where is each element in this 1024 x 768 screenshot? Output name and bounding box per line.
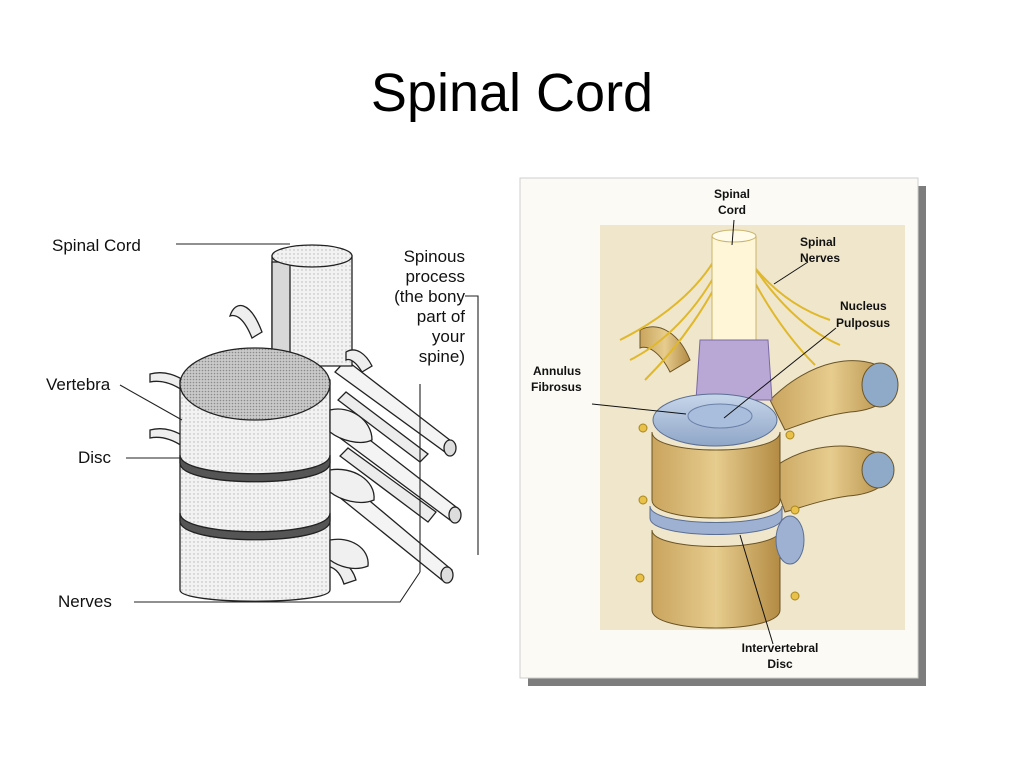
- label-nerves: Nerves: [58, 592, 112, 611]
- label-annulus-fibrosus: Annulus Fibrosus: [531, 364, 582, 394]
- svg-text:part of: part of: [417, 307, 465, 326]
- svg-text:Annulus: Annulus: [533, 364, 581, 378]
- label-right-spinal-cord: Spinal Cord: [714, 187, 750, 217]
- svg-text:Spinal: Spinal: [800, 235, 836, 249]
- right-leader-lines: [591, 219, 837, 645]
- svg-text:Nucleus: Nucleus: [840, 299, 887, 313]
- svg-text:(the bony: (the bony: [394, 287, 465, 306]
- spinal-cord-column: [271, 244, 353, 367]
- label-nucleus-pulposus: Nucleus Pulposus: [836, 299, 890, 330]
- slide-title: Spinal Cord: [370, 63, 654, 123]
- nerve-roots: [149, 304, 373, 585]
- svg-text:Disc: Disc: [767, 657, 793, 671]
- facet-joints: [329, 408, 375, 570]
- label-disc: Disc: [78, 448, 112, 467]
- svg-text:Intervertebral: Intervertebral: [742, 641, 819, 655]
- label-spinal-cord: Spinal Cord: [52, 236, 141, 255]
- svg-text:Cord: Cord: [718, 203, 746, 217]
- svg-text:your: your: [432, 327, 465, 346]
- left-leader-lines: [119, 243, 479, 603]
- label-intervertebral-disc: Intervertebral Disc: [742, 641, 819, 671]
- svg-text:Nerves: Nerves: [800, 251, 840, 265]
- label-vertebra: Vertebra: [46, 375, 111, 394]
- svg-text:process: process: [405, 267, 465, 286]
- svg-text:Pulposus: Pulposus: [836, 316, 890, 330]
- nerve-tips: [635, 423, 800, 601]
- svg-text:Spinal: Spinal: [714, 187, 750, 201]
- label-spinal-nerves: Spinal Nerves: [800, 235, 840, 265]
- svg-text:spine): spine): [419, 347, 465, 366]
- right-spine-illustration: [619, 229, 899, 629]
- svg-text:Fibrosus: Fibrosus: [531, 380, 582, 394]
- left-spine-illustration: [149, 244, 462, 602]
- svg-text:Spinous: Spinous: [404, 247, 465, 266]
- vertebral-stack: [179, 347, 331, 602]
- label-spinous-process: Spinous process (the bony part of your s…: [394, 247, 465, 366]
